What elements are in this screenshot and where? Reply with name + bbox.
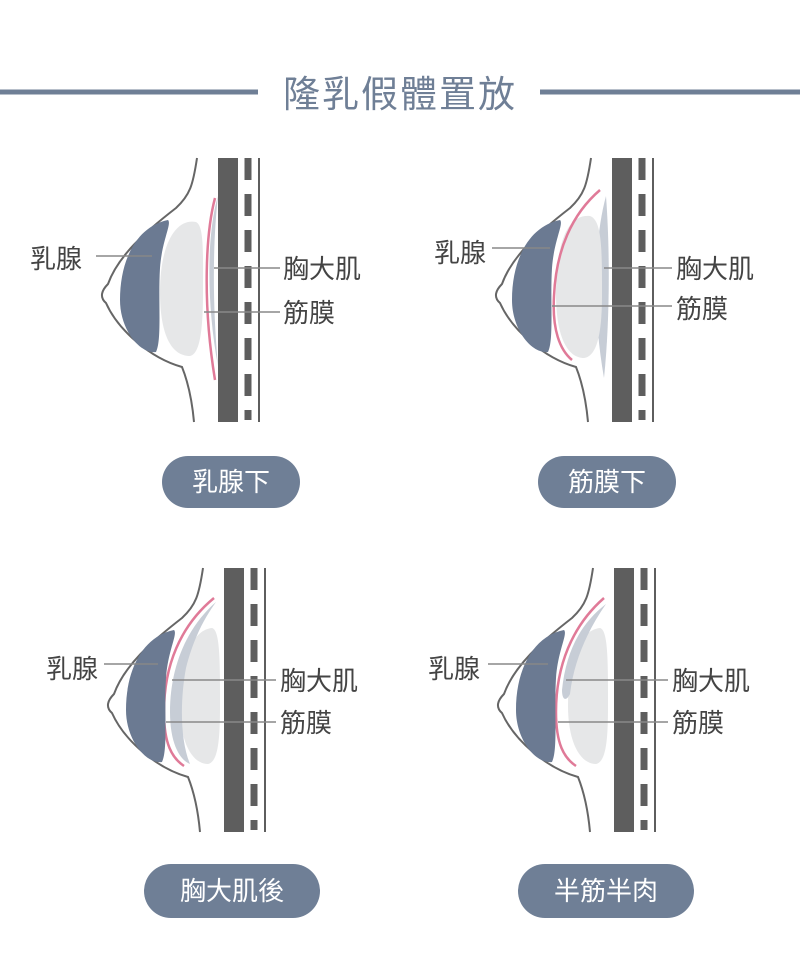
label-fascia: 筋膜 <box>280 709 332 739</box>
implant <box>160 222 203 356</box>
badge-label: 筋膜下 <box>568 468 646 498</box>
label-fascia: 筋膜 <box>676 295 728 325</box>
badge-label: 乳腺下 <box>192 468 270 498</box>
label-fascia: 筋膜 <box>672 709 724 739</box>
label-gland: 乳腺 <box>428 655 480 685</box>
badge-label: 半筋半肉 <box>554 877 658 907</box>
label-muscle: 胸大肌 <box>283 255 361 285</box>
badge-label: 胸大肌後 <box>180 877 284 907</box>
label-muscle: 胸大肌 <box>280 667 358 697</box>
label-gland: 乳腺 <box>434 239 486 269</box>
rib-bar <box>614 568 634 832</box>
panel-subglandular: 乳腺 胸大肌 筋膜 乳腺下 <box>30 158 361 508</box>
label-muscle: 胸大肌 <box>672 667 750 697</box>
panel-submuscular: 乳腺 胸大肌 筋膜 胸大肌後 <box>46 568 358 918</box>
panel-dual-plane: 乳腺 胸大肌 筋膜 半筋半肉 <box>428 568 750 918</box>
implant <box>556 216 602 358</box>
rib-bar <box>218 158 238 422</box>
rib-bar <box>612 158 632 422</box>
label-gland: 乳腺 <box>30 245 82 275</box>
label-gland: 乳腺 <box>46 655 98 685</box>
label-fascia: 筋膜 <box>283 299 335 329</box>
label-muscle: 胸大肌 <box>676 255 754 285</box>
page-title: 隆乳假體置放 <box>283 73 517 116</box>
rib-bar <box>224 568 244 832</box>
panel-subfascial: 乳腺 胸大肌 筋膜 筋膜下 <box>434 158 754 508</box>
